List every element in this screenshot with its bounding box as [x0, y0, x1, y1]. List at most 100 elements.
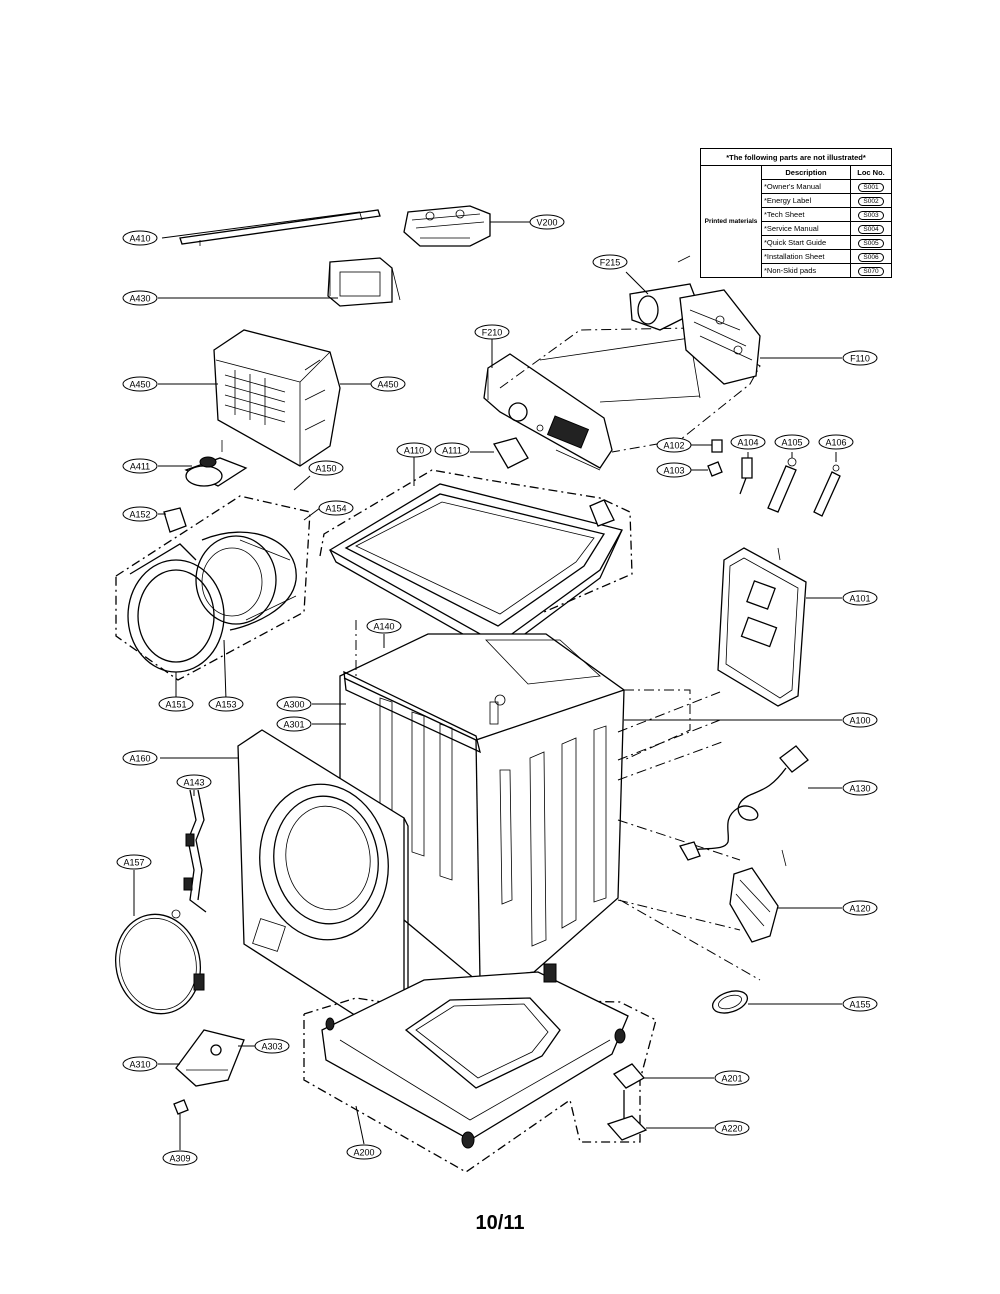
table-group-label: Printed materials — [700, 165, 762, 278]
callout-a100: A100 — [842, 712, 878, 728]
part-a111-bracket — [470, 437, 615, 527]
callout-label: A130 — [849, 784, 870, 794]
callout-oval — [122, 1056, 158, 1072]
callout-a301: A301 — [276, 716, 312, 732]
callout-oval — [276, 696, 312, 712]
callout-a411: A411 — [122, 458, 158, 474]
callout-label: A153 — [215, 700, 236, 710]
callout-label: A103 — [663, 466, 684, 476]
callout-a410: A410 — [122, 230, 158, 246]
callout-a450: A450 — [370, 376, 406, 392]
callout-a300: A300 — [276, 696, 312, 712]
callout-a154: A154 — [318, 500, 354, 516]
callout-oval — [208, 696, 244, 712]
callout-oval — [818, 434, 854, 450]
part-a152-hinge — [158, 507, 187, 533]
callout-label: A100 — [849, 716, 870, 726]
callout-label: A450 — [129, 380, 150, 390]
callout-oval — [842, 900, 878, 916]
callout-a155: A155 — [842, 996, 878, 1012]
table-header-description: Description — [761, 165, 851, 180]
callout-oval — [122, 458, 158, 474]
callout-label: V200 — [536, 218, 557, 228]
callout-a102: A102 — [656, 437, 692, 453]
callout-label: A143 — [183, 778, 204, 788]
callout-label: A309 — [169, 1154, 190, 1164]
callout-oval — [396, 442, 432, 458]
callout-label: A300 — [283, 700, 304, 710]
callout-oval — [308, 460, 344, 476]
part-a101-rear-cover — [717, 547, 842, 707]
callout-a200: A200 — [346, 1144, 382, 1160]
callout-oval — [842, 712, 878, 728]
callout-a104: A104 — [730, 434, 766, 450]
callout-oval — [254, 1038, 290, 1054]
callout-a303: A303 — [254, 1038, 290, 1054]
table-caption: *The following parts are not illustrated… — [700, 148, 892, 166]
callout-oval — [656, 462, 692, 478]
callout-oval — [116, 854, 152, 870]
part-a157-ring — [114, 870, 205, 1015]
callout-oval — [714, 1120, 750, 1136]
callout-a105: A105 — [774, 434, 810, 450]
row-loc: S005 — [858, 238, 884, 248]
callout-a101: A101 — [842, 590, 878, 606]
part-a200-base — [303, 963, 657, 1173]
callout-label: A410 — [129, 234, 150, 244]
callout-a150: A150 — [308, 460, 344, 476]
callout-label: A160 — [129, 754, 150, 764]
part-a430-pcb — [158, 257, 401, 307]
part-a120-filter — [729, 849, 842, 943]
part-a450-control-box — [158, 329, 372, 467]
callout-a103: A103 — [656, 462, 692, 478]
callout-label: A303 — [261, 1042, 282, 1052]
callout-label: F210 — [482, 328, 503, 338]
callout-a430: A430 — [122, 290, 158, 306]
callout-a310: A310 — [122, 1056, 158, 1072]
row-description: *Energy Label — [761, 193, 851, 208]
callout-a106: A106 — [818, 434, 854, 450]
row-loc: S070 — [858, 266, 884, 276]
part-a155-cap — [711, 990, 842, 1014]
callout-label: A150 — [315, 464, 336, 474]
part-v200-valve — [403, 205, 530, 247]
callout-label: A105 — [781, 438, 802, 448]
callout-oval — [774, 434, 810, 450]
part-a201-foot-bracket — [612, 1063, 714, 1089]
callout-oval — [122, 230, 158, 246]
callout-oval — [346, 1144, 382, 1160]
page-number: 10/11 — [475, 1212, 525, 1234]
part-a220-leveling-foot — [606, 1090, 714, 1141]
callout-label: A104 — [737, 438, 758, 448]
part-a104-spring — [739, 452, 753, 495]
callout-oval — [122, 750, 158, 766]
callout-a157: A157 — [116, 854, 152, 870]
part-a143-harness — [171, 789, 207, 919]
part-a410-strip — [161, 209, 381, 246]
callout-label: A301 — [283, 720, 304, 730]
callout-a151: A151 — [158, 696, 194, 712]
callout-oval — [176, 774, 212, 790]
callout-a143: A143 — [176, 774, 212, 790]
row-description: *Tech Sheet — [761, 207, 851, 222]
callout-oval — [370, 376, 406, 392]
part-a310-door-lock — [158, 1029, 256, 1087]
callout-oval — [842, 780, 878, 796]
callout-a110: A110 — [396, 442, 432, 458]
callout-label: A310 — [129, 1060, 150, 1070]
callout-a111: A111 — [434, 442, 470, 458]
callout-label: A220 — [721, 1124, 742, 1134]
row-description: *Service Manual — [761, 221, 851, 236]
part-a106-damper — [813, 452, 841, 517]
table-row: *Non-Skid pads S070 — [701, 263, 892, 278]
part-a102-clip — [690, 439, 723, 453]
callout-oval — [529, 214, 565, 230]
callout-label: A120 — [849, 904, 870, 914]
callout-a152: A152 — [122, 506, 158, 522]
callout-oval — [842, 996, 878, 1012]
callout-a450: A450 — [122, 376, 158, 392]
callout-label: A102 — [663, 441, 684, 451]
part-a105-damper — [767, 452, 797, 513]
